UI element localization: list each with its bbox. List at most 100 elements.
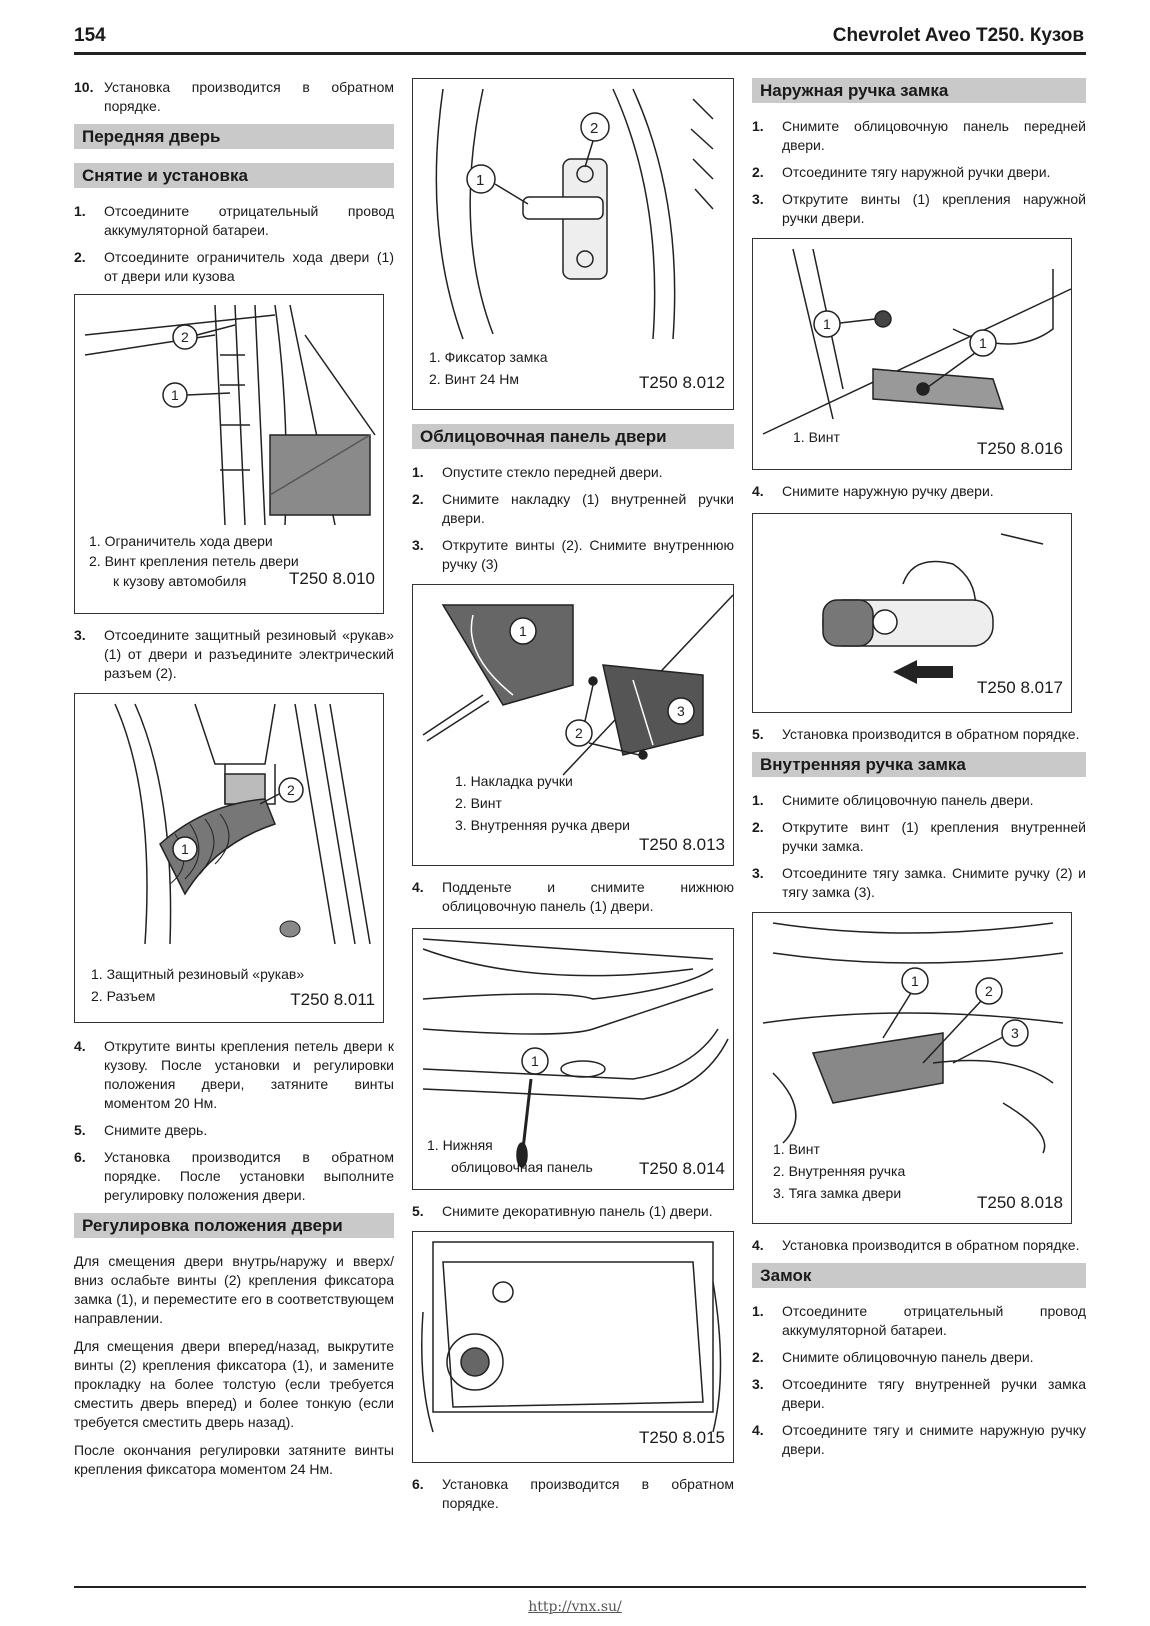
- callout-1: 1: [519, 623, 527, 639]
- step-item: 3.Отсоедините тягу замка. Снимите ручку …: [752, 865, 1086, 900]
- footer-link[interactable]: http://vnx.su/: [528, 1599, 622, 1615]
- rubber-sleeve-illustration: 2 1: [114, 703, 371, 945]
- inner-handle-rod-illustration: 1 2 3: [762, 922, 1064, 1154]
- callout-2: 2: [287, 782, 295, 798]
- page-header-title: Chevrolet Aveo T250. Кузов: [832, 25, 1084, 46]
- step-item: 1.Снимите облицовочную панель передней д…: [752, 118, 1086, 153]
- figure-code: T250 8.010: [288, 569, 375, 588]
- figure-code: T250 8.011: [290, 990, 375, 1009]
- callout-1: 1: [181, 841, 189, 857]
- figure-caption: 1. Винт: [773, 1141, 820, 1157]
- figure-t250-8-018: 1 2 3 1. Винт 2. Внутренняя ручка 3. Тяг…: [752, 912, 1072, 1224]
- subsection-heading: Снятие и установка: [74, 163, 394, 188]
- step-item: 3.Отсоедините тягу внутренней ручки замк…: [752, 1376, 1086, 1411]
- callout-1: 1: [171, 387, 179, 403]
- step-item: 6.Установка производится в обратном поря…: [412, 1476, 734, 1511]
- figure-caption: 2. Винт 24 Нм: [429, 371, 519, 387]
- step-item: 10.Установка производится в обратном пор…: [74, 79, 394, 114]
- step-item: 4.Снимите наружную ручку двери.: [752, 483, 994, 499]
- figure-caption: 1. Нижняя: [427, 1137, 493, 1153]
- figure-caption: 1. Защитный резиновый «рукав»: [91, 966, 305, 982]
- figure-code: T250 8.016: [976, 439, 1063, 458]
- callout-3: 3: [677, 703, 685, 719]
- outer-handle-bracket-illustration: 1 1: [762, 248, 1072, 435]
- figure-t250-8-010: 2 1 1. Ограничитель хода двери 2. Винт к…: [74, 294, 384, 614]
- figure-caption: 3. Внутренняя ручка двери: [455, 817, 631, 833]
- figure-caption: 1. Винт: [793, 429, 840, 445]
- figure-code: T250 8.013: [638, 835, 725, 854]
- section-heading: Наружная ручка замка: [752, 78, 1086, 103]
- callout-1: 1: [476, 172, 484, 189]
- step-item: 2.Снимите накладку (1) внутренней ручки …: [412, 491, 734, 526]
- paragraph: После окончания регулировки затяните вин…: [74, 1442, 394, 1477]
- step-item: 3.Открутите винты (1) крепления наружной…: [752, 191, 1086, 226]
- callout-3: 3: [1011, 1025, 1019, 1041]
- section-heading: Внутренняя ручка замка: [752, 752, 1086, 777]
- figure-caption: 3. Тяга замка двери: [773, 1185, 902, 1201]
- figure-caption: 2. Разъем: [91, 988, 156, 1004]
- figure-t250-8-014: 1 1. Нижняя облицовочная панель T250 8.0…: [412, 928, 734, 1190]
- header-rule: [74, 52, 1086, 55]
- section-heading: Замок: [752, 1263, 1086, 1288]
- callout-2: 2: [985, 983, 993, 999]
- step-item: 2.Отсоедините тягу наружной ручки двери.: [752, 164, 1051, 180]
- step-item: 6.Установка производится в обратном поря…: [74, 1149, 394, 1203]
- figure-caption: 2. Внутренняя ручка: [773, 1163, 906, 1179]
- step-item: 1.Опустите стекло передней двери.: [412, 464, 663, 480]
- decorative-panel-illustration: [421, 1241, 722, 1433]
- right-column: Наружная ручка замка 1.Снимите облицовоч…: [752, 78, 1086, 1467]
- step-item: 2.Снимите облицовочную панель двери.: [752, 1349, 1034, 1365]
- figure-t250-8-016: 1 1 1. Винт T250 8.016: [752, 238, 1072, 470]
- figure-caption: 1. Накладка ручки: [455, 773, 573, 789]
- step-item: 4.Подденьте и снимите нижнюю облицовочну…: [412, 879, 734, 914]
- step-item: 3.Отсоедините защитный резиновый «рукав»…: [74, 627, 394, 681]
- step-item: 5.Снимите дверь.: [74, 1122, 208, 1138]
- footer-rule: [74, 1586, 1086, 1588]
- door-limiter-illustration: 2 1: [84, 304, 376, 526]
- step-item: 2.Отсоедините ограничитель хода двери (1…: [74, 249, 394, 284]
- callout-1: 1: [979, 335, 987, 351]
- paragraph: Для смещения двери внутрь/наружу и вверх…: [74, 1253, 394, 1326]
- step-item: 4.Открутите винты крепления петель двери…: [74, 1038, 394, 1111]
- lock-striker-illustration: 1 2: [435, 88, 714, 340]
- page-number: 154: [74, 25, 106, 46]
- callout-2: 2: [575, 725, 583, 741]
- callout-1: 1: [823, 316, 831, 332]
- step-item: 4.Установка производится в обратном поря…: [752, 1237, 1080, 1253]
- figure-code: T250 8.017: [976, 678, 1063, 697]
- figure-caption: 1. Фиксатор замка: [429, 349, 548, 365]
- figure-caption: 2. Винт: [455, 795, 502, 811]
- callout-2: 2: [590, 120, 598, 137]
- figure-caption: к кузову автомобиля: [113, 573, 247, 589]
- step-item: 1.Отсоедините отрицательный провод аккум…: [752, 1303, 1086, 1338]
- step-item: 4.Отсоедините тягу и снимите наружную ру…: [752, 1422, 1086, 1457]
- figure-t250-8-015: T250 8.015: [412, 1231, 734, 1463]
- figure-code: T250 8.015: [638, 1428, 725, 1447]
- step-item: 2.Открутите винт (1) крепления внутренне…: [752, 819, 1086, 854]
- figure-code: T250 8.018: [976, 1193, 1063, 1212]
- figure-t250-8-012: 1 2 1. Фиксатор замка 2. Винт 24 Нм T250…: [412, 78, 734, 410]
- figure-t250-8-017: T250 8.017: [752, 513, 1072, 713]
- figure-code: T250 8.012: [638, 373, 725, 392]
- figure-code: T250 8.014: [638, 1159, 725, 1178]
- callout-2: 2: [181, 329, 189, 345]
- step-item: 1.Отсоедините отрицательный провод аккум…: [74, 203, 394, 238]
- outer-handle-illustration: [822, 533, 1044, 684]
- figure-t250-8-013: 1 2 3 1. Накладка ручки 2. Винт 3. Внутр…: [412, 584, 734, 866]
- callout-1: 1: [531, 1053, 539, 1069]
- section-heading: Регулировка положения двери: [74, 1213, 394, 1238]
- paragraph: Для смещения двери вперед/назад, выкрути…: [74, 1338, 394, 1430]
- figure-caption: облицовочная панель: [451, 1159, 593, 1175]
- figure-caption: 2. Винт крепления петель двери: [89, 553, 299, 569]
- step-item: 1.Снимите облицовочную панель двери.: [752, 792, 1034, 808]
- figure-caption: 1. Ограничитель хода двери: [89, 533, 273, 549]
- figure-t250-8-011: 2 1 1. Защитный резиновый «рукав» 2. Раз…: [74, 693, 384, 1023]
- lower-trim-panel-illustration: 1: [422, 938, 729, 1168]
- section-heading: Облицовочная панель двери: [412, 424, 734, 449]
- inner-handle-illustration: 1 2 3: [422, 594, 734, 776]
- step-item: 5.Снимите декоративную панель (1) двери.: [412, 1203, 713, 1219]
- section-heading: Передняя дверь: [74, 124, 394, 149]
- step-item: 5.Установка производится в обратном поря…: [752, 726, 1080, 742]
- callout-1: 1: [911, 973, 919, 989]
- middle-column: 1 2 1. Фиксатор замка 2. Винт 24 Нм T250…: [412, 78, 734, 1521]
